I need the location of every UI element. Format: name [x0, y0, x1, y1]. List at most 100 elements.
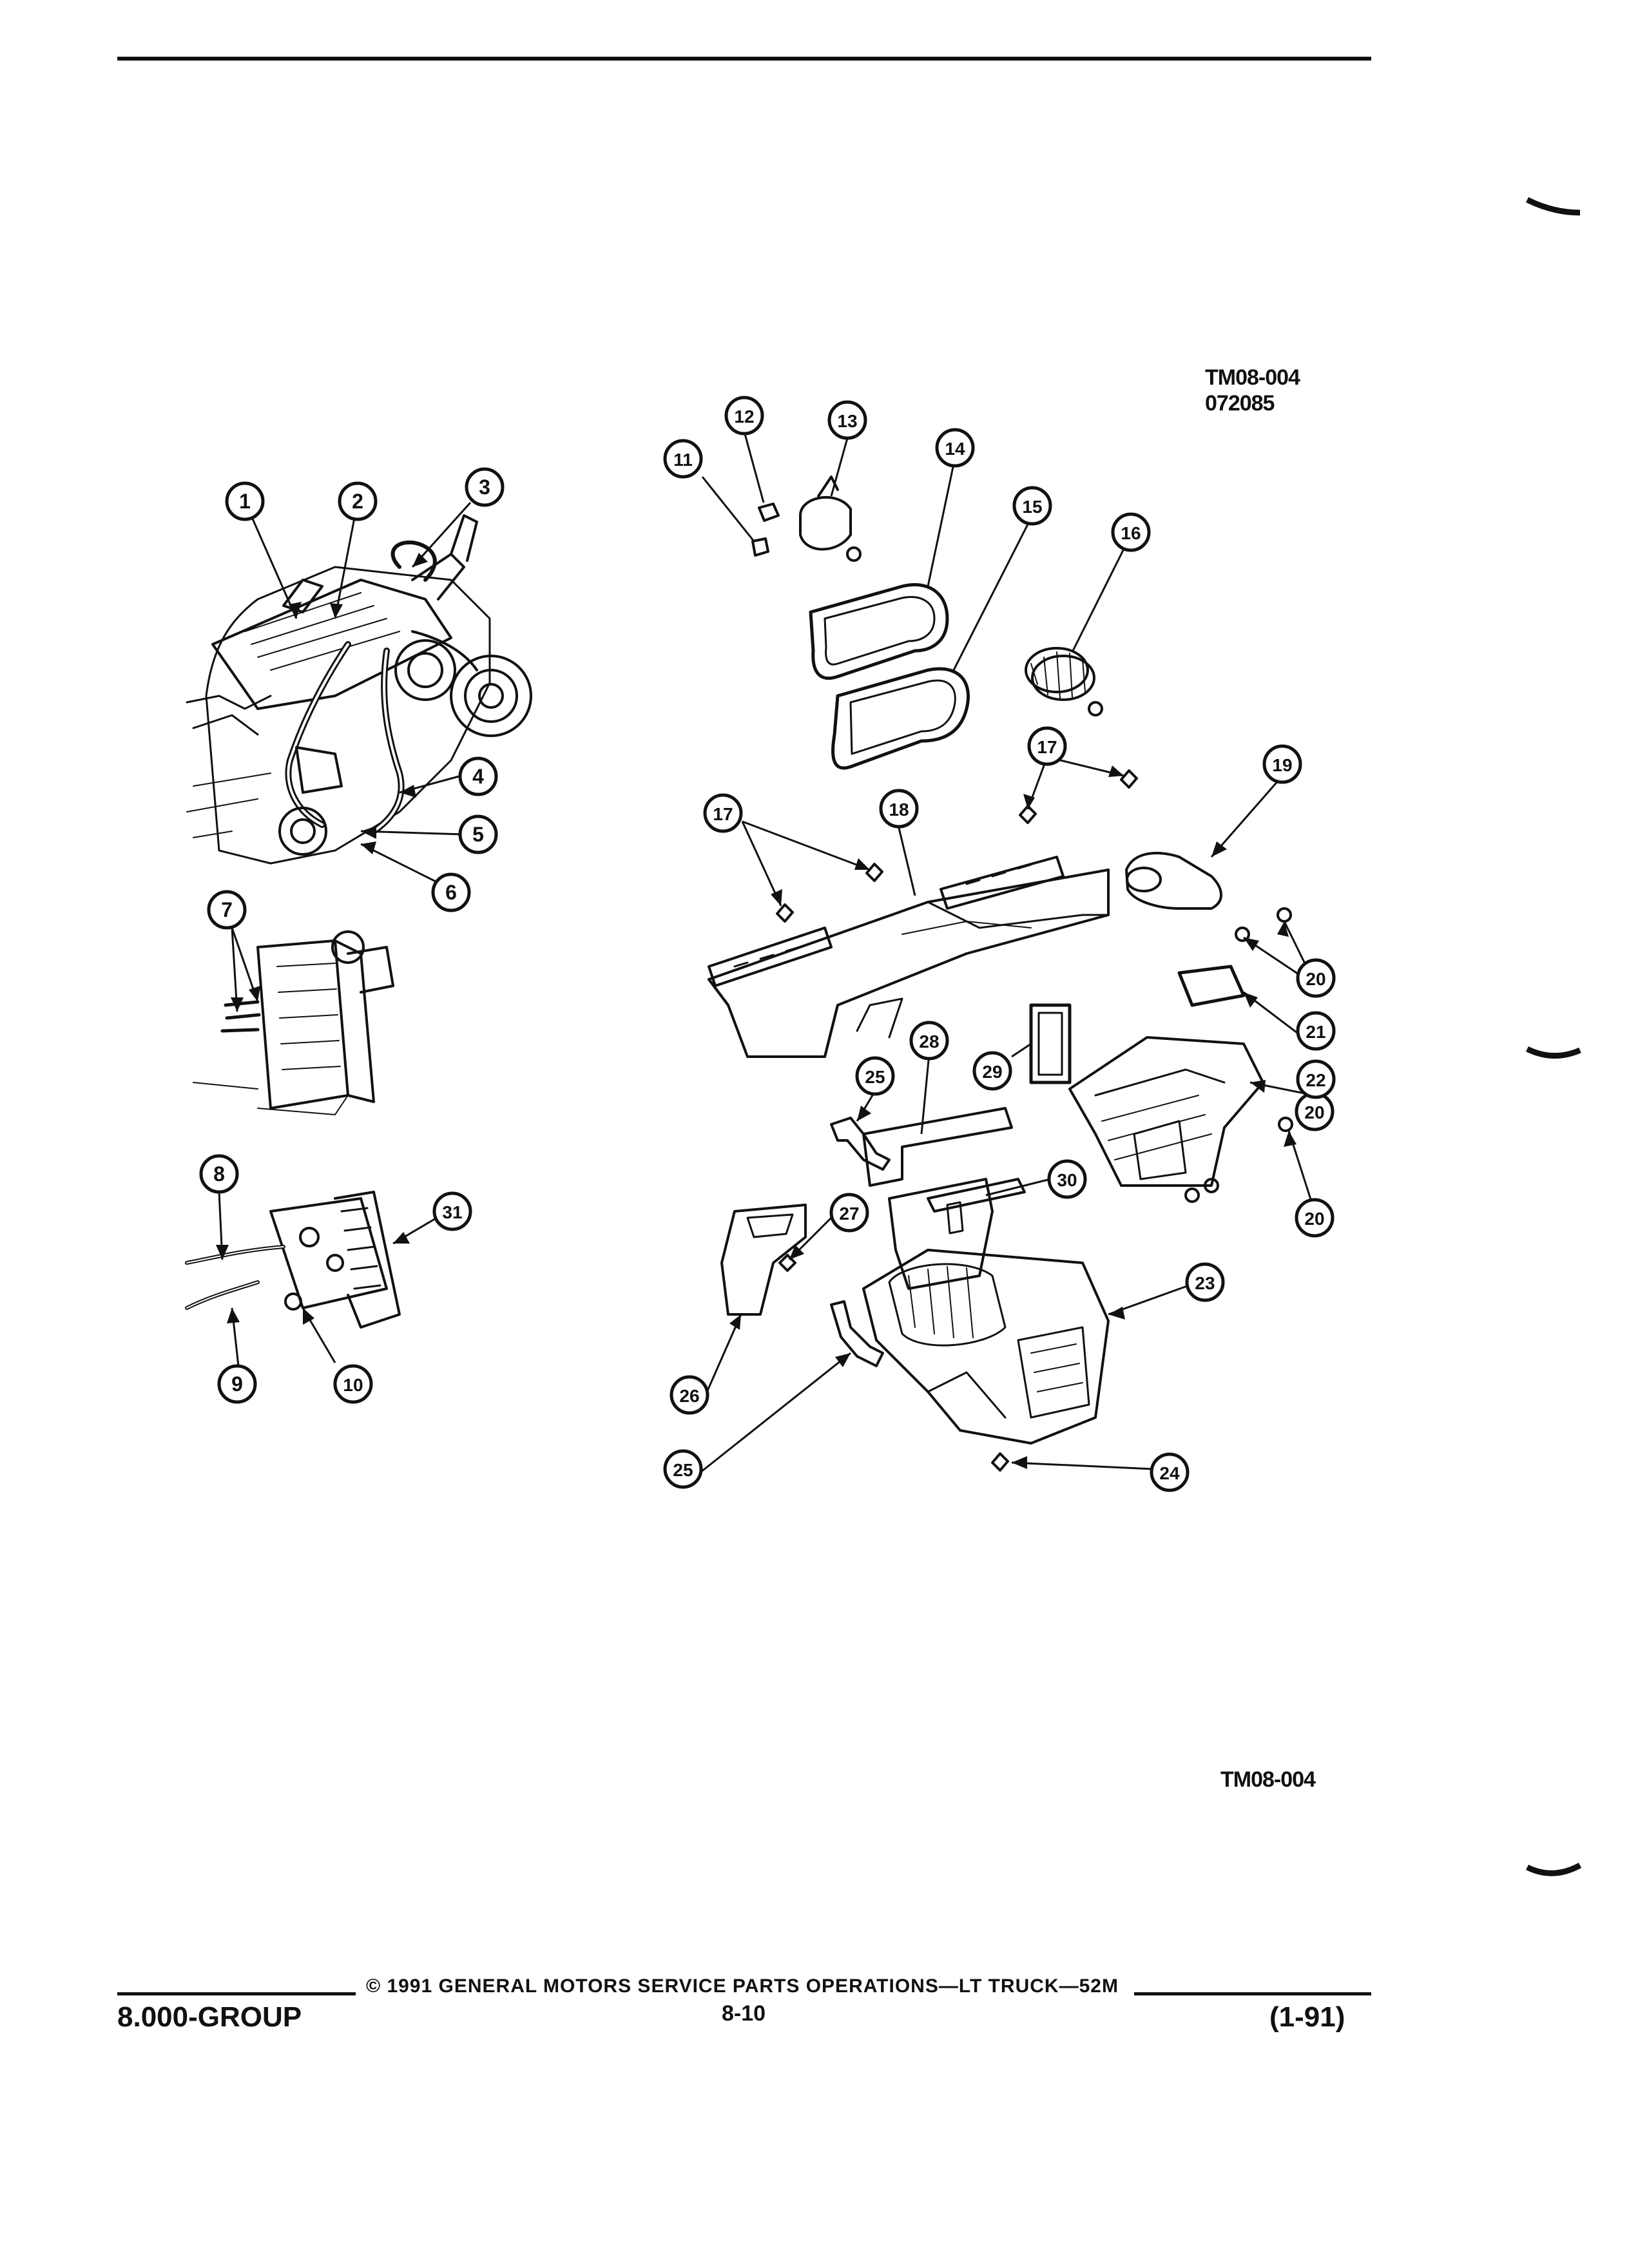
- callout-circle-27: [829, 1193, 869, 1233]
- figure-id-top: TM08-004: [1205, 365, 1300, 390]
- callout-label-5: 5: [472, 823, 484, 846]
- callout-label-17: 17: [713, 804, 733, 824]
- clip-25-upper: [830, 1117, 891, 1171]
- header-rule: [117, 57, 1371, 61]
- callout-label-6: 6: [445, 881, 457, 904]
- callout-label-29: 29: [982, 1062, 1002, 1082]
- callout-circle-28: [909, 1021, 949, 1061]
- callout-label-31: 31: [442, 1202, 462, 1222]
- part-16-ring: [1025, 647, 1103, 716]
- callout-label-27: 27: [839, 1204, 859, 1224]
- callout-label-20: 20: [1304, 1102, 1324, 1122]
- engine-assembly: [186, 514, 532, 865]
- callout-label-24: 24: [1159, 1463, 1180, 1483]
- callout-circle-4: [458, 756, 498, 796]
- callout-label-19: 19: [1272, 755, 1292, 775]
- callout-circle-5: [458, 814, 498, 854]
- case-23: [862, 1249, 1110, 1445]
- callout-circle-7: [207, 890, 247, 930]
- callout-label-13: 13: [837, 411, 857, 431]
- callout-circle-14: [935, 428, 975, 468]
- callout-circle-8: [199, 1154, 239, 1194]
- callout-circle-29: [972, 1051, 1012, 1091]
- copyright-line: © 1991 GENERAL MOTORS SERVICE PARTS OPER…: [366, 1975, 1119, 1997]
- callout-circle-9: [217, 1364, 257, 1404]
- callout-circle-17: [1027, 726, 1067, 766]
- callout-circle-13: [827, 400, 867, 440]
- callout-circle-30: [1047, 1159, 1087, 1199]
- callout-circle-15: [1012, 486, 1052, 526]
- callout-label-30: 30: [1057, 1170, 1077, 1190]
- callout-label-4: 4: [472, 765, 484, 788]
- callout-label-17: 17: [1037, 737, 1057, 757]
- callout-circle-25: [855, 1056, 895, 1096]
- duct-19: [1125, 852, 1222, 910]
- callout-label-26: 26: [679, 1386, 699, 1406]
- gasket-21: [1177, 965, 1246, 1007]
- callout-circle-11: [663, 439, 703, 479]
- callout-circle-21: [1296, 1011, 1336, 1051]
- callout-label-25: 25: [673, 1460, 693, 1480]
- clip-25-lower: [830, 1300, 884, 1367]
- callout-circle-10: [333, 1364, 373, 1404]
- footer-rule-left: [117, 1992, 356, 1995]
- callout-label-3: 3: [479, 476, 490, 499]
- callout-label-1: 1: [239, 490, 251, 513]
- callout-label-2: 2: [352, 490, 363, 513]
- part-12: [758, 503, 780, 522]
- heater-core-assembly: [193, 930, 394, 1115]
- callout-label-9: 9: [231, 1372, 243, 1396]
- callout-label-23: 23: [1195, 1273, 1215, 1293]
- callout-label-21: 21: [1306, 1022, 1325, 1042]
- control-assembly: [185, 1191, 401, 1329]
- callout-circle-26: [670, 1375, 709, 1415]
- callout-circle-20: [1295, 1198, 1335, 1238]
- callout-circle-1: [225, 481, 265, 521]
- callout-circle-12: [724, 396, 764, 436]
- callout-circle-17: [703, 793, 743, 833]
- duct-18: [708, 856, 1110, 1058]
- page-number: 8-10: [722, 2001, 766, 2026]
- callout-circle-3: [465, 467, 505, 507]
- callout-circle-20: [1296, 958, 1336, 998]
- footer-rule-right: [1134, 1992, 1371, 1995]
- revision-label: (1-91): [1269, 2001, 1345, 2033]
- callout-label-15: 15: [1022, 497, 1042, 517]
- callout-label-10: 10: [343, 1375, 363, 1395]
- callout-label-12: 12: [734, 407, 754, 427]
- callout-circle-23: [1185, 1262, 1225, 1302]
- callout-label-20: 20: [1304, 1209, 1324, 1229]
- part-13-actuator: [799, 476, 862, 562]
- callout-label-8: 8: [213, 1162, 225, 1186]
- callout-label-28: 28: [919, 1032, 939, 1052]
- callout-label-14: 14: [945, 439, 965, 459]
- seal-15: [831, 667, 970, 770]
- callout-circle-2: [338, 481, 378, 521]
- duct-26: [720, 1204, 807, 1316]
- callout-circle-16: [1111, 512, 1151, 552]
- gasket-29: [1029, 1003, 1072, 1084]
- callout-label-22: 22: [1306, 1070, 1325, 1090]
- seal-28: [862, 1107, 1013, 1187]
- figure-date: 072085: [1205, 391, 1275, 416]
- callout-label-11: 11: [673, 450, 693, 470]
- callout-circle-31: [432, 1191, 472, 1231]
- callout-circle-6: [431, 872, 471, 912]
- callout-circle-25: [663, 1449, 703, 1489]
- callout-circle-19: [1262, 744, 1302, 784]
- group-label: 8.000-GROUP: [117, 2001, 302, 2033]
- case-22: [1068, 1036, 1264, 1187]
- callout-label-18: 18: [889, 800, 909, 820]
- seal-14: [809, 582, 949, 680]
- part-11: [751, 537, 769, 557]
- callout-circle-18: [879, 789, 919, 829]
- gasket-30: [888, 1178, 994, 1290]
- callout-label-20: 20: [1306, 969, 1325, 989]
- callout-circle-22: [1296, 1059, 1336, 1099]
- callout-label-7: 7: [221, 898, 233, 921]
- callout-circle-24: [1150, 1452, 1190, 1492]
- figure-id-bottom: TM08-004: [1220, 1767, 1316, 1792]
- callout-label-16: 16: [1121, 523, 1141, 543]
- callout-label-25: 25: [865, 1067, 885, 1087]
